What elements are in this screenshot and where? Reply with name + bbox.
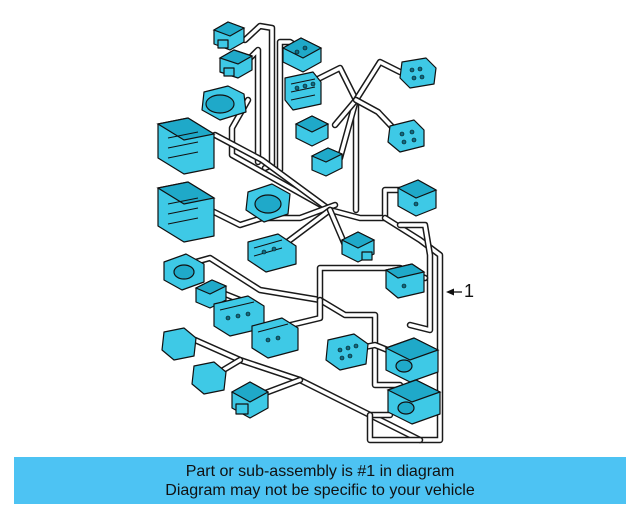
callout-arrow	[446, 288, 462, 296]
connector-small-center-2	[310, 147, 344, 177]
connector-right-mid	[384, 263, 426, 299]
connector-box-large-1	[156, 117, 216, 175]
connector-large-right-1	[384, 337, 440, 383]
footer-line-2: Diagram may not be specific to your vehi…	[165, 481, 475, 499]
connector-oval-right	[387, 119, 425, 153]
connector-box-large-2	[156, 181, 216, 243]
connector-center-mid	[247, 233, 297, 273]
connector-multipin-center	[284, 71, 322, 111]
connector-top-left-2	[218, 49, 254, 79]
connector-right-side	[396, 179, 438, 217]
connector-oval-center	[245, 183, 291, 223]
connector-round-upper-left	[201, 85, 247, 121]
connector-left-mid	[163, 253, 205, 291]
connector-small-center	[294, 115, 330, 147]
connector-small-mid-right	[340, 231, 376, 263]
connector-top-center	[281, 37, 323, 73]
connector-bottom-center	[230, 381, 270, 419]
footer-banner: Part or sub-assembly is #1 in diagram Di…	[14, 457, 626, 504]
connector-multipin-lower-2	[251, 317, 299, 359]
wiring-harness-diagram	[156, 21, 462, 444]
connector-round-left-2	[191, 361, 227, 395]
connector-large-right-2	[386, 379, 442, 425]
connector-top-left	[212, 21, 246, 51]
connector-multipin-center-lower	[325, 333, 369, 371]
connector-oval-topright	[399, 57, 437, 89]
connector-small-left	[194, 279, 228, 309]
connector-round-left-1	[161, 327, 197, 361]
footer-line-1: Part or sub-assembly is #1 in diagram	[185, 462, 455, 480]
callout-label: 1	[464, 281, 475, 301]
